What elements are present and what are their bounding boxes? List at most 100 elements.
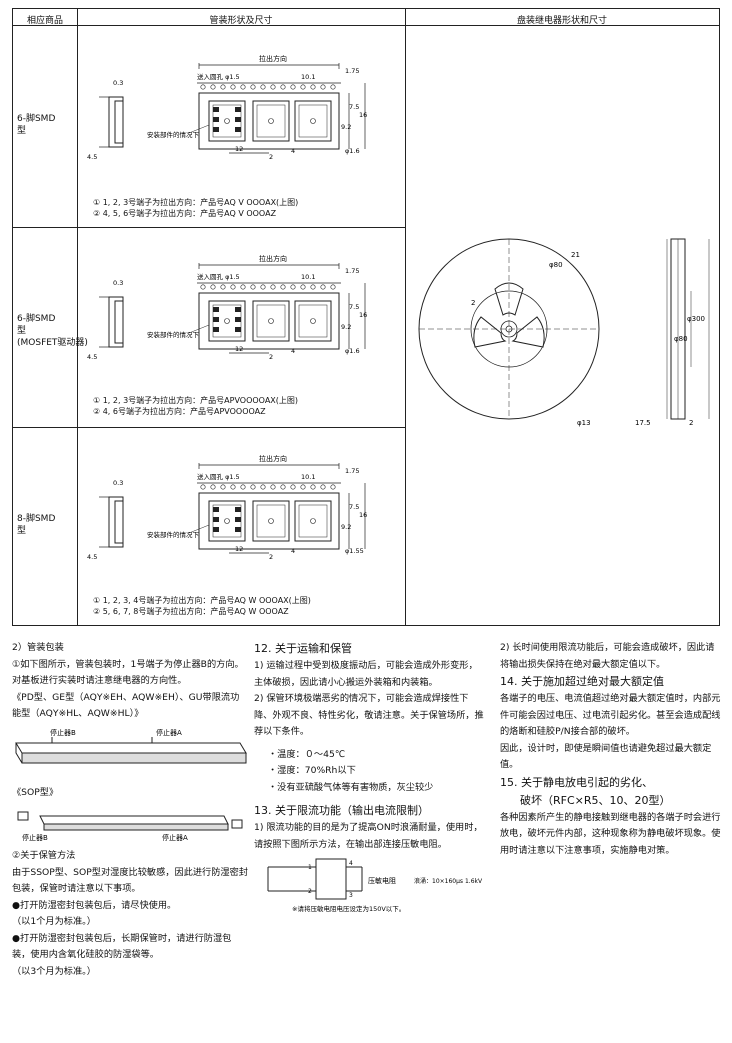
stop-b2-label: 停止器B [22,833,48,842]
column-ratings: 2) 长时间使用限流功能后，可能会造成破坏，因此请将输出损失保持在绝对最大额定值… [500,640,722,859]
section-14-title: 14. 关于施加超过绝对最大额定值 [500,675,664,688]
section-15-p: 各种因素所产生的静电接触到继电器的各端子时会进行放电，破坏元件内部，这种现象称为… [500,811,721,856]
header-product: 相应商品 [26,16,63,26]
svg-text:3: 3 [349,892,353,899]
dim-d12: 12 [235,545,243,553]
dim-d175: 1.75 [345,67,359,75]
section-13-title: 13. 关于限流功能（输出电流限制） [254,804,429,817]
tube-diagram-pd: 停止器B 停止器A [15,728,247,763]
stop-a-label: 停止器A [156,728,182,737]
section-12-title: 12. 关于运输和保管 [254,642,352,655]
dim-d03: 0.3 [113,479,123,487]
dim-install: 安装部件的情况下 [147,130,200,139]
cond-temp: ・温度：０～45℃ [268,748,346,760]
dim-d16: 16 [359,511,367,519]
dim-d101: 10.1 [301,73,315,81]
row2-notes: ① 1, 2, 3号端子为拉出方向：产品号APVOOOOAX(上图)② 4, 6… [93,396,299,416]
reel-d300: φ300 [687,315,705,323]
varistor-caption: ※请将压敏电阻电压设定为150V以下。 [292,904,405,913]
section-15-title-a: 15. 关于静电放电引起的劣化、 [500,775,653,789]
dim-d92: 9.2 [341,323,351,331]
dim-d101: 10.1 [301,473,315,481]
reel-d80: φ80 [549,261,563,269]
dim-d2: 2 [269,353,273,361]
dim-d4: 4 [291,347,295,355]
reel-d2b: 2 [689,419,693,427]
svg-text:4: 4 [349,860,353,867]
dim-d75: 7.5 [349,503,359,511]
dim-d101: 10.1 [301,273,315,281]
header-reel: 盘装继电器形状和尺寸 [516,16,607,26]
storage-title: ②关于保管方法 [12,850,76,861]
section-12-p1: 1) 运输过程中受到极度振动后，可能会造成外形变形，主体破损，因此请小心搬运外装… [254,660,478,688]
dim-feed: 送入圆孔 φ1.5 [197,472,240,481]
reel-d2: 2 [471,299,475,307]
reel-d80b: φ80 [674,335,688,343]
dim-d12: 12 [235,345,243,353]
dim-feed: 送入圆孔 φ1.5 [197,72,240,81]
reel-d13: φ13 [577,419,591,427]
column-tube-packaging: 2）管装包装 ①如下图所示，管装包装时，1号端子为停止器B的方向。对基板进行实装… [12,640,248,980]
dim-d2: 2 [269,553,273,561]
section-13-p1: 1) 限流功能的目的是为了提高ON时浪涌耐量，使用时，请按照下图所示方法，在输出… [254,822,483,850]
reel-diagram: 21 φ80 2 φ300 φ80 φ13 17.5 2 [418,238,710,427]
varistor-label: 压敏电阻 [368,876,396,885]
tube-p2: 《PD型、GE型（AQY※EH、AQW※EH）、GU带限流功能型（AQY※HL、… [12,691,240,720]
dim-pull: 拉出方向 [259,454,287,463]
tube-p1: ①如下图所示，管装包装时，1号端子为停止器B的方向。对基板进行实装时请注意继电器… [12,658,244,687]
dim-d16: 16 [359,311,367,319]
storage-b2: ●打开防湿密封包装包后，长期保管时，请进行防湿包装，使用内含氧化硅胶的防湿袋等。 [12,932,232,961]
dim-d4: 4 [291,547,295,555]
row3-notes: ① 1, 2, 3, 4号端子为拉出方向：产品号AQ W OOOAX(上图)② … [93,596,311,616]
cond-gas: ・没有亚硫酸气体等有害物质，灰尘较少 [268,781,434,793]
dim-d16b: φ1.6 [345,147,360,155]
storage-p: 由于SSOP型、SOP型对湿度比较敏感，因此进行防湿密封包装，保管时请注意以下事… [12,866,248,895]
dim-d16b: φ1.6 [345,347,360,355]
reel-d175: 17.5 [635,419,651,427]
dim-d175: 1.75 [345,267,359,275]
dim-d92: 9.2 [341,123,351,131]
section-14-p2: 因此，设计时，即使是瞬间值也请避免超过最大额定值。 [500,742,712,771]
storage-b1s: （以1个月为标准。） [12,916,96,927]
dim-install: 安装部件的情况下 [147,530,200,539]
section-14-p1: 各端子的电压、电流值超过绝对最大额定值时，内部元件可能会因过电压、过电流引起劣化… [500,693,721,737]
stop-a2-label: 停止器A [162,833,188,842]
dim-d03: 0.3 [113,279,123,287]
dim-feed: 送入圆孔 φ1.5 [197,272,240,281]
dim-d03: 0.3 [113,79,123,87]
column-transport: 12. 关于运输和保管 1) 运输过程中受到极度振动后，可能会造成外形变形，主体… [254,640,486,922]
header-tube: 管装形状及尺寸 [209,16,273,26]
section-13-p2: 2) 长时间使用限流功能后，可能会造成破坏，因此请将输出损失保持在绝对最大额定值… [500,642,715,670]
sop-title: 《SOP型》 [12,787,59,798]
stop-b-label: 停止器B [50,728,76,737]
tube-diagram-sop: 停止器A 停止器B [17,811,243,842]
section-15-title-b: 破坏（RFC×R5、10、20型） [520,793,671,807]
section-12-p2: 2) 保管环境极端恶劣的情况下，可能会造成焊接性下降、外观不良、特性劣化，敬请注… [254,693,484,737]
reel-d21: 21 [571,251,580,259]
dim-d45: 4.5 [87,553,97,561]
dim-pull: 拉出方向 [259,54,287,63]
dim-pull: 拉出方向 [259,254,287,263]
dim-d4: 4 [291,147,295,155]
dim-d16b: φ1.55 [345,547,364,555]
dim-d75: 7.5 [349,103,359,111]
tube-title: 2）管装包装 [12,642,64,653]
dim-d92: 9.2 [341,523,351,531]
storage-b1: ●打开防湿密封包装包后，请尽快使用。 [12,899,177,911]
varistor-circuit: 1 2 4 3 压敏电阻 浪涌：10×160μs 1.6kV ※请将压敏电阻电压… [267,858,483,913]
svg-text:2: 2 [308,888,312,895]
dim-install: 安装部件的情况下 [147,330,200,339]
surge-label: 浪涌：10×160μs 1.6kV [414,877,483,885]
dim-d12: 12 [235,145,243,153]
svg-text:1: 1 [308,864,312,871]
dim-d45: 4.5 [87,153,97,161]
dim-d16: 16 [359,111,367,119]
dim-d45: 4.5 [87,353,97,361]
row1-notes: ① 1, 2, 3号端子为拉出方向：产品号AQ V OOOAX(上图)② 4, … [93,198,299,218]
dim-d2: 2 [269,153,273,161]
